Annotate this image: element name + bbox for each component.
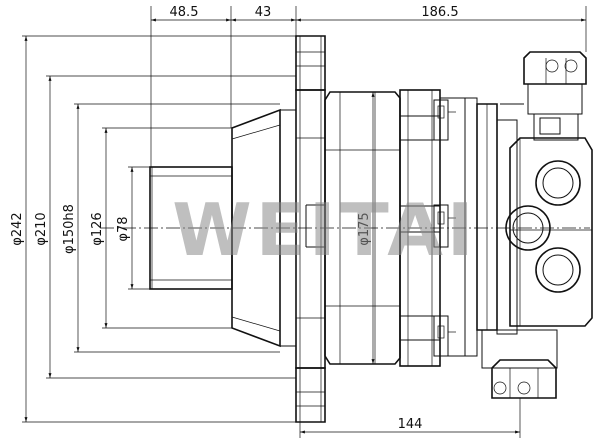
diameter-dimensions	[22, 35, 375, 423]
dim-label-144: 144	[398, 417, 423, 432]
port-c-icon	[535, 247, 581, 293]
dim-label-48-5: 48.5	[170, 5, 199, 20]
top-dimensions	[150, 6, 587, 167]
dim-label-43: 43	[255, 5, 272, 20]
bottom-dimension	[299, 398, 521, 438]
valve-block	[505, 137, 593, 327]
bolt-middle	[305, 204, 456, 248]
bolt-bottom	[433, 315, 456, 357]
dim-label-d78: φ78	[116, 216, 131, 241]
dim-label-d126: φ126	[90, 212, 105, 245]
bolt-top	[433, 99, 456, 141]
dim-label-d210: φ210	[34, 212, 49, 245]
dim-label-d175: φ175	[357, 212, 372, 245]
port-a-icon	[535, 160, 581, 206]
motor-section	[476, 103, 518, 335]
dim-label-d150h8: φ150h8	[62, 204, 77, 254]
bolt-ring	[399, 89, 478, 367]
bottom-fitting	[481, 329, 558, 399]
top-fitting	[500, 51, 587, 141]
watermark-logo: WEITAI	[172, 188, 477, 272]
port-b-icon	[505, 205, 551, 251]
dim-label-186-5: 186.5	[421, 5, 458, 20]
dim-label-d242: φ242	[10, 212, 25, 245]
